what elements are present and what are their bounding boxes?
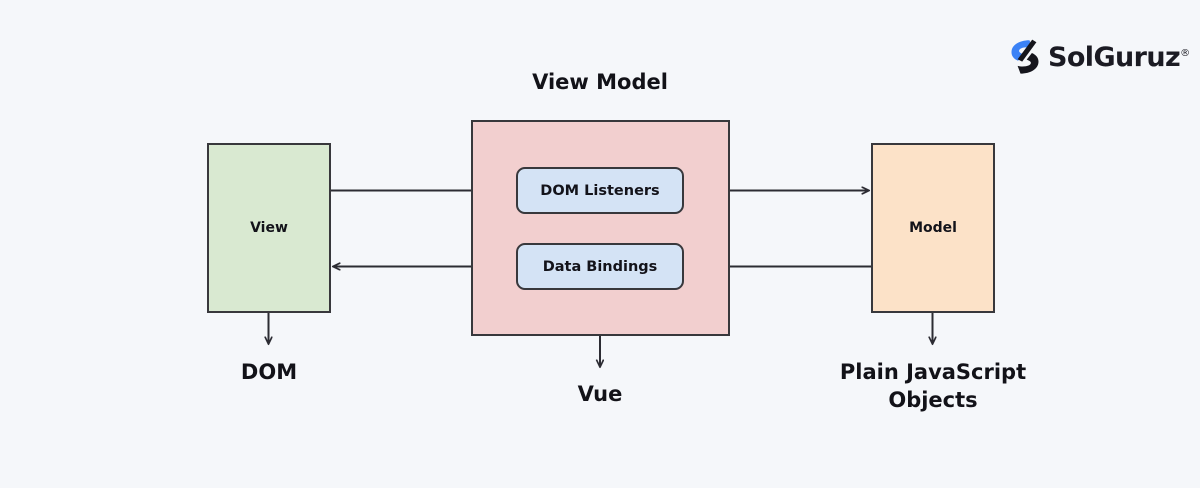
viewmodel-title: View Model [532,70,668,94]
plain-javascript-objects-caption: Plain JavaScript Objects [812,358,1054,415]
brand-name-text: SolGuruz [1048,41,1181,73]
brand-logo[interactable]: SolGuruz® [1008,38,1190,76]
viewmodel-node[interactable] [471,120,730,336]
pjs-caption-line1: Plain JavaScript [839,360,1027,384]
model-node-label: Model [909,220,957,236]
data-bindings-label: Data Bindings [542,258,658,275]
dom-listeners-label: DOM Listeners [540,182,660,199]
vue-caption: Vue [577,382,623,406]
view-node[interactable]: View [207,143,331,313]
brand-trademark: ® [1180,47,1190,59]
brand-name: SolGuruz® [1048,44,1190,71]
view-node-label: View [250,220,288,236]
model-node[interactable]: Model [871,143,995,313]
data-bindings-node[interactable]: Data Bindings [516,243,684,290]
dom-caption: DOM [240,360,298,384]
dom-listeners-node[interactable]: DOM Listeners [516,167,684,214]
solguruz-logo-icon [1011,39,1039,74]
pjs-caption-line2: Objects [888,388,978,413]
